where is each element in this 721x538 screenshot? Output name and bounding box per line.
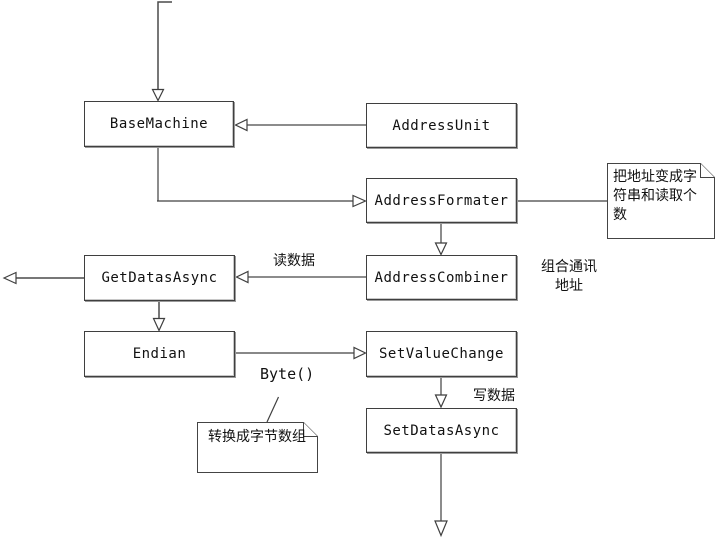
note-text-endian: 转换成字节数组 [208,428,306,444]
node-get-datas-async: GetDatasAsync [84,255,235,301]
node-endian: Endian [84,331,235,377]
node-set-value-change: SetValueChange [366,331,517,377]
note2-body [197,422,318,473]
arrowhead-into-setdatasasync [434,394,448,409]
note-shape-endian [197,422,318,473]
arrowhead-into-basemachine-top [151,88,165,102]
connector-top-entry [157,1,172,90]
note-shape-address-formater [607,163,715,239]
edge-label-write-data: 写数据 [473,387,515,403]
arrowhead-into-addressformater [352,194,367,208]
note1-fold-corner [700,163,715,178]
arrowhead-into-endian [152,317,166,332]
note1-body [607,163,715,239]
arrowhead-into-setvaluechange [353,346,367,360]
node-address-formater: AddressFormater [366,178,517,223]
arrowhead-into-addresscombiner [434,242,448,256]
arrowhead-out-left [2,271,17,285]
node-address-combiner: AddressCombiner [366,255,517,300]
node-base-machine: BaseMachine [84,101,234,147]
note-text-address-formater: 把地址变成字符串和读取个数 [613,168,697,222]
arrowhead-out-bottom [434,520,448,538]
edge-label-combine-address: 组合通讯 地址 [541,258,597,293]
arrowhead-into-getdatasasync [235,270,249,284]
node-address-unit: AddressUnit [366,103,517,148]
leader-note-byte [266,396,280,423]
arrowhead-into-basemachine-right [234,118,248,132]
node-set-datas-async: SetDatasAsync [366,408,517,453]
edge-label-read-data: 读数据 [273,252,315,268]
edge-label-byte-call: Byte() [260,365,315,383]
note2-fold-corner [303,422,318,437]
